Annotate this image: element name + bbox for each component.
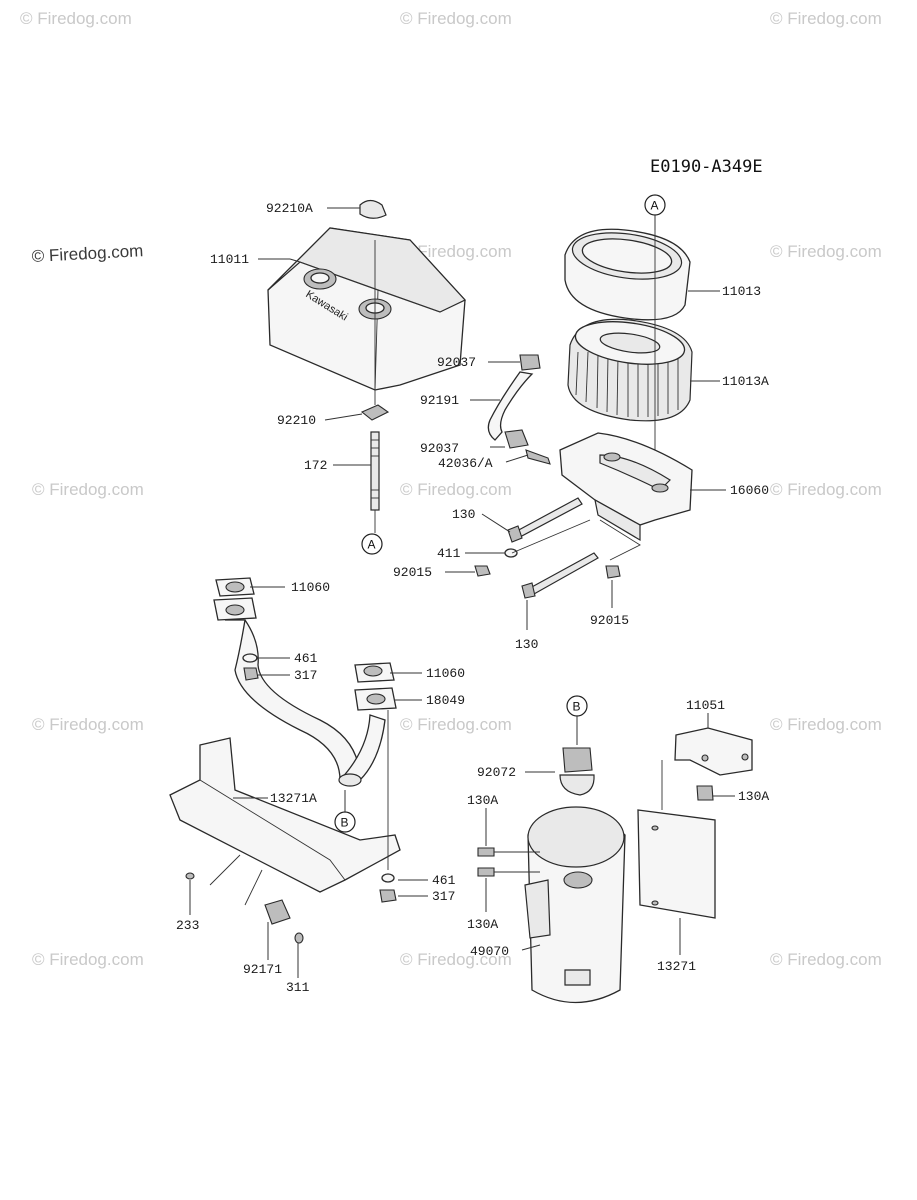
shield-bracket	[661, 727, 753, 810]
part-label: 92210A	[266, 201, 313, 216]
watermark: © Firedog.com	[32, 480, 144, 499]
watermark: © Firedog.com	[32, 715, 144, 734]
part-label: 11013A	[722, 374, 769, 389]
part-label: 411	[437, 546, 461, 561]
part-label: 13271	[657, 959, 696, 974]
part-label: 92037	[437, 355, 476, 370]
stud-assembly	[360, 240, 390, 533]
part-label: 13271A	[270, 791, 317, 806]
heat-shield	[637, 809, 716, 919]
watermark: © Firedog.com	[32, 950, 144, 969]
part-label: 130A	[467, 917, 498, 932]
part-label: 92015	[590, 613, 629, 628]
watermark: © Firedog.com	[400, 480, 512, 499]
ref-label-a: A	[368, 538, 376, 552]
watermark: © Firedog.com	[770, 242, 882, 261]
part-label: 461	[294, 651, 318, 666]
part-label: 233	[176, 918, 199, 933]
part-label: 130	[515, 637, 538, 652]
muffler-bracket	[169, 710, 401, 944]
part-label: 11060	[426, 666, 465, 681]
leader-lines	[189, 207, 735, 978]
part-label: 92171	[243, 962, 282, 977]
part-label: 18049	[426, 693, 465, 708]
watermark: © Firedog.com	[770, 950, 882, 969]
part-label: 461	[432, 873, 456, 888]
part-label: 92210	[277, 413, 316, 428]
ref-label-b: B	[341, 816, 349, 830]
ref-label-b: B	[573, 700, 581, 714]
air-cleaner-base	[559, 432, 693, 561]
ref-label-a: A	[651, 199, 659, 213]
part-label: 92072	[477, 765, 516, 780]
watermark: © Firedog.com	[400, 242, 512, 261]
watermark: © Firedog.com	[20, 9, 132, 28]
mounting-bolts	[474, 497, 621, 599]
watermark: © Firedog.com	[770, 480, 882, 499]
part-label: 317	[432, 889, 455, 904]
watermark: © Firedog.com	[31, 241, 144, 266]
part-label: 16060	[730, 483, 769, 498]
part-label: 11011	[210, 252, 249, 267]
muffler	[477, 747, 626, 1004]
part-label: 130	[452, 507, 475, 522]
part-label: 172	[304, 458, 327, 473]
watermark: © Firedog.com	[400, 9, 512, 28]
part-label: 311	[286, 980, 310, 995]
part-labels: 92210A 11011 11013 11013A 92037 92191 92…	[176, 201, 769, 995]
watermarks: © Firedog.com © Firedog.com © Firedog.co…	[20, 9, 882, 969]
part-label: 11060	[291, 580, 330, 595]
part-label: 49070	[470, 944, 509, 959]
part-label: 317	[294, 668, 317, 683]
part-label: 11051	[686, 698, 725, 713]
exhaust-pipe	[213, 577, 397, 787]
part-label: 130A	[738, 789, 769, 804]
part-label: 92037	[420, 441, 459, 456]
watermark: © Firedog.com	[770, 715, 882, 734]
breather-hose	[487, 354, 551, 465]
part-label: 130A	[467, 793, 498, 808]
air-filter-assembly	[564, 215, 693, 490]
air-cleaner-cover: Kawasaki	[267, 199, 466, 391]
watermark: © Firedog.com	[770, 9, 882, 28]
diagram-code: E0190-A349E	[650, 157, 763, 177]
watermark: © Firedog.com	[400, 715, 512, 734]
part-label: 11013	[722, 284, 761, 299]
part-label: 92191	[420, 393, 459, 408]
reference-markers: A A B B	[334, 194, 666, 833]
part-label: 92015	[393, 565, 432, 580]
watermark: © Firedog.com	[400, 950, 512, 969]
ref-circle-a	[361, 533, 383, 555]
part-label: 42036/A	[438, 456, 493, 471]
